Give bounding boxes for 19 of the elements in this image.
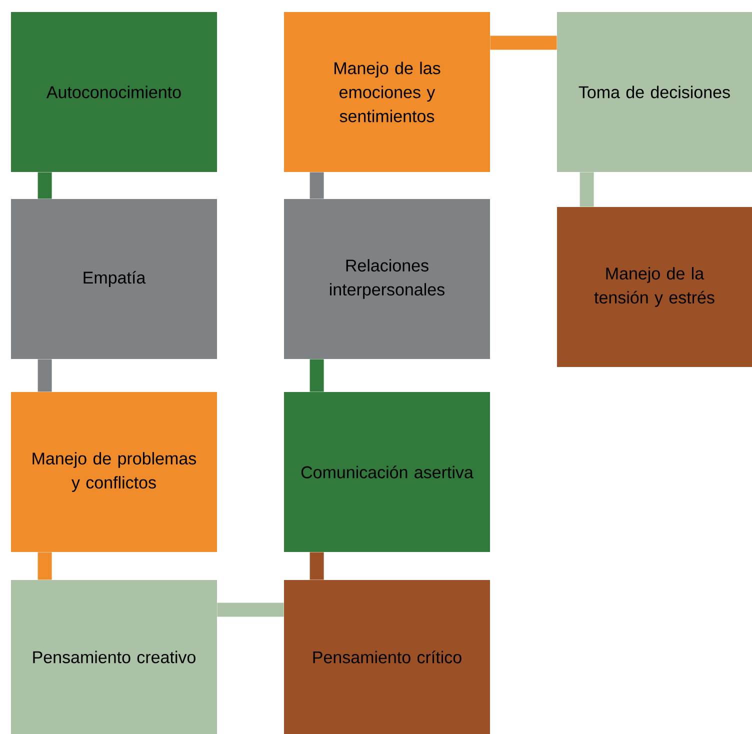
connector-bar [38,172,52,199]
connector-bar [38,359,52,392]
connector-bar [310,552,324,580]
connector-bar [310,172,324,199]
connector-bar [310,359,324,392]
skill-box: Relaciones interpersonales [284,199,490,359]
skill-box: Manejo de la tensión y estrés [557,207,752,367]
skill-box: Toma de decisiones [557,12,752,172]
connector-bar [490,36,557,50]
connector-bar [38,552,52,580]
skill-box: Empatía [11,199,217,359]
skill-box: Manejo de las emociones y sentimientos [284,12,490,172]
skill-box: Manejo de problemas y conflictos [11,392,217,552]
connector-bar [580,172,594,207]
skill-box: Pensamiento creativo [11,580,217,734]
skill-box: Pensamiento crítico [284,580,490,734]
connector-bar [217,602,284,617]
skill-box: Autoconocimiento [11,12,217,172]
skill-box: Comunicación asertiva [284,392,490,552]
